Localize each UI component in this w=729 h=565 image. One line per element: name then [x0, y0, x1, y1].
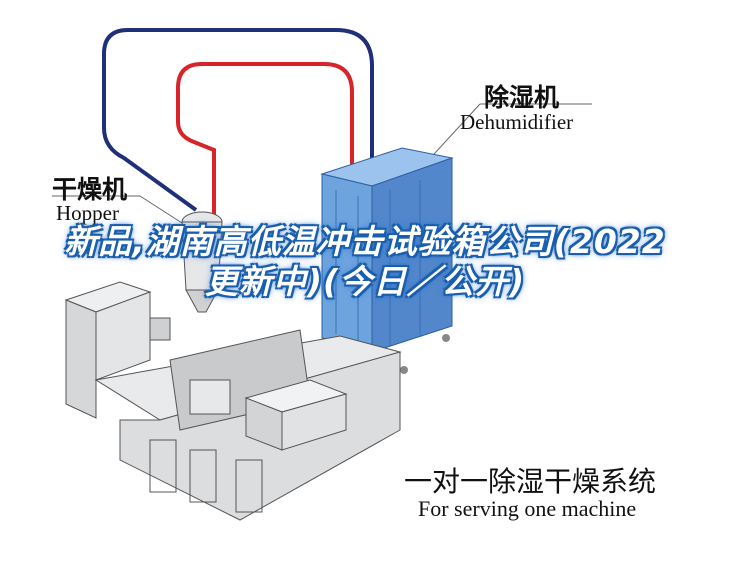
- dehumidifier-label-english: Dehumidifier: [460, 110, 574, 134]
- red-supply-pipe: [176, 62, 354, 226]
- hopper-label-english: Hopper: [56, 201, 119, 225]
- hopper-unit: [139, 211, 223, 341]
- system-caption-chinese: 一对一除湿干燥系统: [404, 465, 657, 498]
- dehumidifier-label-chinese: 除湿机: [484, 83, 560, 112]
- overlay-title: 新品,湖南高低温冲击试验箱公司(2022更新中)(今日／公开): [64, 222, 666, 301]
- molding-machine: [64, 281, 402, 521]
- hopper-label-chinese: 干燥机: [52, 175, 128, 204]
- blue-return-pipe: [102, 28, 374, 212]
- system-caption-english: For serving one machine: [418, 496, 637, 521]
- dehumidifier-cabinet: [320, 147, 454, 374]
